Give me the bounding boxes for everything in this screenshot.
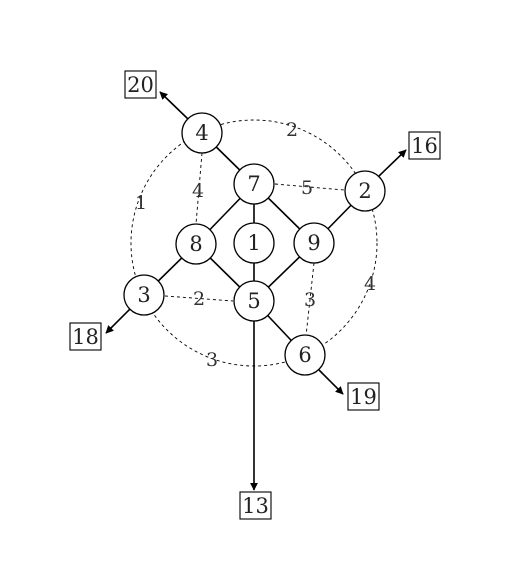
weight-outer-top: 2 xyxy=(286,119,298,141)
node-label: 5 xyxy=(247,289,260,313)
weight-4-8: 4 xyxy=(192,180,204,202)
terminal-label: 13 xyxy=(242,494,269,518)
node-label: 4 xyxy=(195,121,208,145)
node-6: 6 xyxy=(284,334,326,376)
node-label: 1 xyxy=(247,231,260,255)
node-label: 2 xyxy=(358,179,371,203)
node-9: 9 xyxy=(293,222,335,264)
terminal-20: 20 xyxy=(124,70,157,99)
node-5: 5 xyxy=(233,280,275,322)
arrow-6-to-19 xyxy=(318,369,344,395)
node-8: 8 xyxy=(175,223,217,265)
dashed-edge-3-5 xyxy=(164,295,234,302)
terminal-18: 18 xyxy=(69,322,102,351)
terminal-16: 16 xyxy=(408,131,441,160)
node-label: 8 xyxy=(189,232,202,256)
node-1: 1 xyxy=(233,222,275,264)
node-label: 9 xyxy=(307,231,320,255)
terminal-label: 18 xyxy=(72,325,99,349)
node-label: 6 xyxy=(298,343,311,367)
weight-outer-bottom: 3 xyxy=(206,349,218,371)
node-4: 4 xyxy=(181,112,223,154)
arrow-2-to-16 xyxy=(378,149,407,177)
node-2: 2 xyxy=(344,170,386,212)
arrow-4-to-20 xyxy=(159,91,189,120)
weight-outer-right: 4 xyxy=(364,273,376,295)
terminal-label: 19 xyxy=(350,385,377,409)
node-label: 7 xyxy=(247,172,260,196)
weight-9-6: 3 xyxy=(304,289,316,311)
terminal-label: 16 xyxy=(411,134,438,158)
weight-outer-left: 1 xyxy=(135,192,147,214)
weight-3-5: 2 xyxy=(193,288,205,310)
terminal-19: 19 xyxy=(347,382,380,411)
node-3: 3 xyxy=(123,274,165,316)
dashed-edge-9-6 xyxy=(305,262,315,337)
node-7: 7 xyxy=(233,163,275,205)
terminal-13: 13 xyxy=(239,491,272,520)
node-label: 3 xyxy=(137,283,150,307)
terminal-label: 20 xyxy=(127,73,154,97)
arrow-3-to-18 xyxy=(105,308,131,334)
weight-7-2: 5 xyxy=(301,177,313,199)
